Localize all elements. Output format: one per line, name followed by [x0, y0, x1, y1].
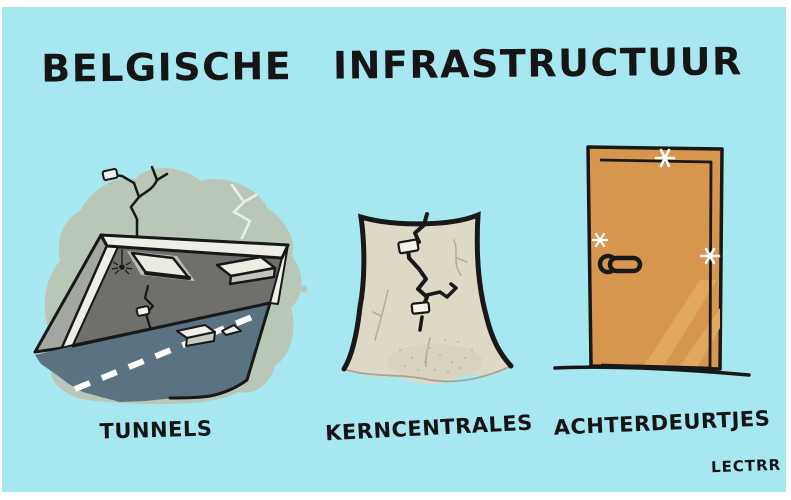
tunnel-illustration: [33, 165, 308, 405]
wall-crack-patch: [135, 305, 151, 317]
road: [35, 301, 272, 402]
spider: [111, 249, 133, 275]
surface-crack: [112, 165, 169, 238]
road-debris: [176, 324, 242, 347]
caption-kerncentrales: KERNCENTRALES: [324, 410, 534, 446]
tower-shading: [387, 344, 483, 380]
door-panel: [599, 158, 713, 370]
tower-main-crack: [406, 212, 458, 332]
sparkle: [654, 148, 676, 168]
falling-ceiling-panel: [127, 251, 195, 281]
backdoor-illustration: [553, 145, 751, 377]
artist-signature: LECTRR: [710, 455, 782, 477]
door-handle: [597, 253, 643, 275]
tower-bottom-edge: [343, 365, 512, 383]
caption-tunnels: TUNNELS: [99, 416, 213, 444]
road-center-line: [73, 312, 259, 392]
fallen-ceiling-panel: [215, 255, 277, 286]
wall-crack: [143, 284, 155, 329]
tower-speckles: [398, 339, 474, 374]
crack-patch: [101, 168, 119, 181]
sparkle: [591, 232, 609, 248]
tower-patch: [397, 238, 420, 255]
cartoon-canvas: BELGISCHE INFRASTRUCTUUR: [2, 7, 786, 492]
tower-faint-cracks: [372, 239, 468, 367]
cartoon-title: BELGISCHE INFRASTRUCTUUR: [41, 39, 743, 91]
lightning-crack: [230, 183, 258, 240]
sparkle: [699, 247, 721, 265]
caption-achterdeurtjes: ACHTERDEURTJES: [553, 406, 771, 440]
tower-patch: [410, 301, 431, 315]
tunnel-top-beam: [99, 233, 290, 260]
cooling-tower-illustration: [341, 211, 514, 385]
